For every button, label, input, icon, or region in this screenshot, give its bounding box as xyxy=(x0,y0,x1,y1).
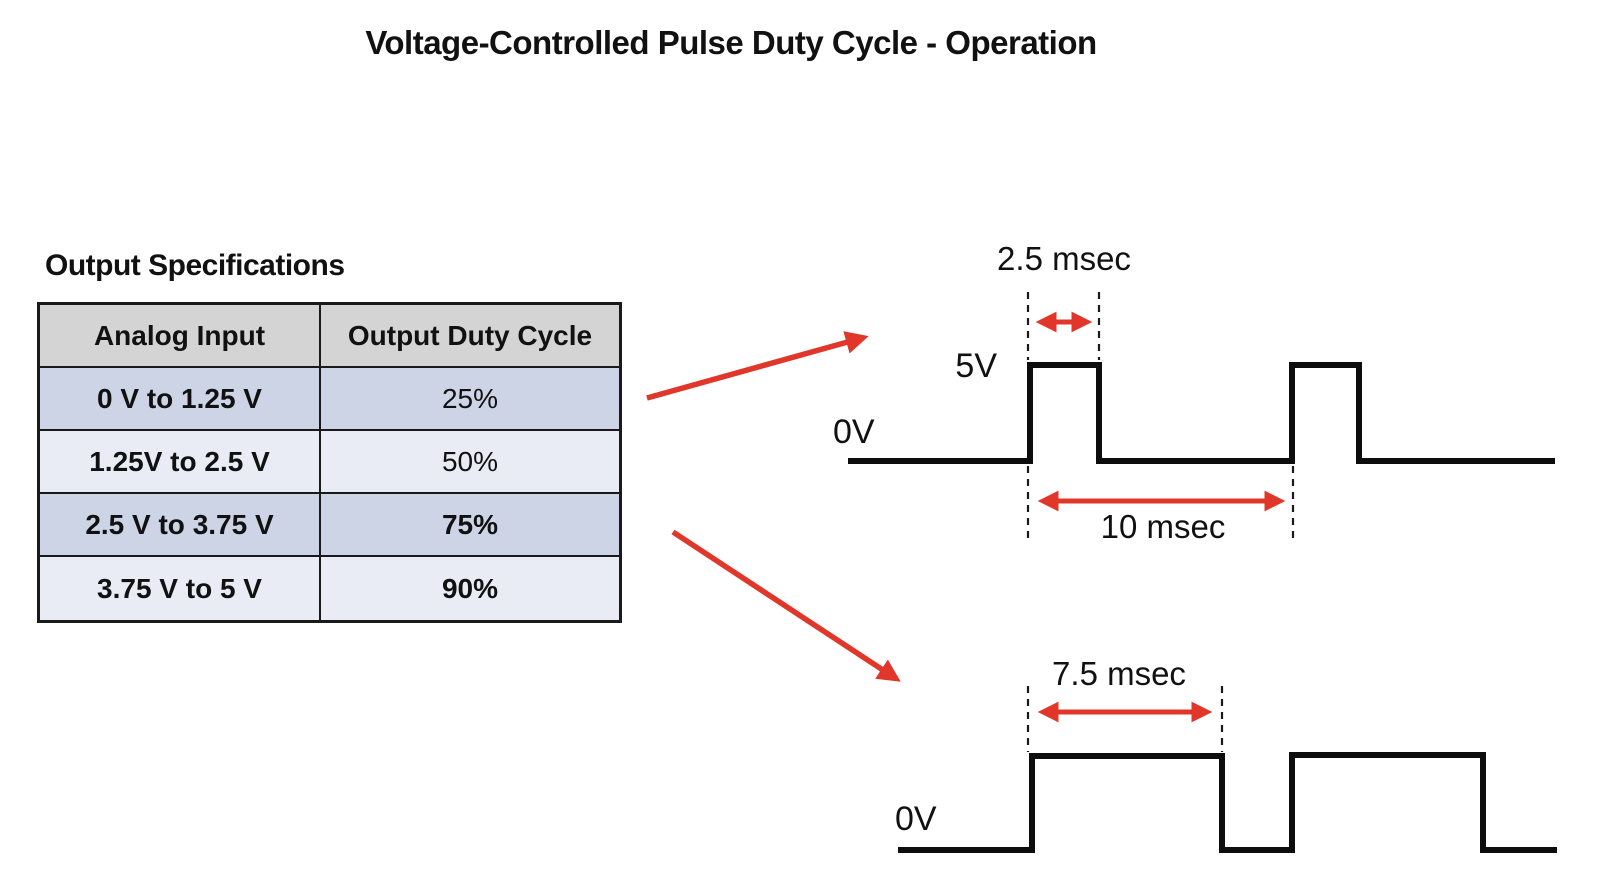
table-row: 1.25V to 2.5 V 50% xyxy=(40,431,619,494)
column-header-output-duty-cycle: Output Duty Cycle xyxy=(347,319,593,351)
table-heading: Output Specifications xyxy=(45,249,345,282)
dashed-guide-lines-top xyxy=(1026,292,1295,538)
analog-input-cell: 2.5 V to 3.75 V xyxy=(40,494,321,555)
table-row: 2.5 V to 3.75 V 75% xyxy=(40,494,619,557)
pulse-width-label-bottom: 7.5 msec xyxy=(1052,655,1186,692)
pulse-width-label-top: 2.5 msec xyxy=(997,240,1131,277)
table-row: 3.75 V to 5 V 90% xyxy=(40,557,619,620)
analog-input-cell: 3.75 V to 5 V xyxy=(40,557,321,620)
dashed-guide-lines-bottom xyxy=(1026,686,1224,752)
high-level-label-top: 5V xyxy=(955,347,997,385)
analog-input-cell: 0 V to 1.25 V xyxy=(40,368,321,429)
period-label-top: 10 msec xyxy=(1100,508,1226,545)
low-level-label-bottom: 0V xyxy=(895,800,937,838)
table-header-row: Analog Input Output Duty Cycle xyxy=(40,305,619,368)
duty-cycle-cell: 90% xyxy=(441,572,499,604)
analog-input-cell: 1.25V to 2.5 V xyxy=(40,431,321,492)
connector-arrow-to-bottom-waveform xyxy=(671,529,901,682)
duty-cycle-cell: 75% xyxy=(441,508,499,540)
page-title: Voltage-Controlled Pulse Duty Cycle - Op… xyxy=(365,24,1097,61)
duty-cycle-cell: 25% xyxy=(441,382,499,414)
low-level-label-top: 0V xyxy=(833,413,875,451)
column-header-analog-input: Analog Input xyxy=(40,305,321,366)
pulse-waveform-75pct xyxy=(898,752,1557,853)
pulse-waveform-25pct xyxy=(848,362,1555,464)
duty-cycle-cell: 50% xyxy=(441,445,499,477)
table-row: 0 V to 1.25 V 25% xyxy=(40,368,619,431)
output-spec-table: Analog Input Output Duty Cycle 0 V to 1.… xyxy=(37,302,622,623)
connector-arrow-to-top-waveform xyxy=(646,331,869,401)
